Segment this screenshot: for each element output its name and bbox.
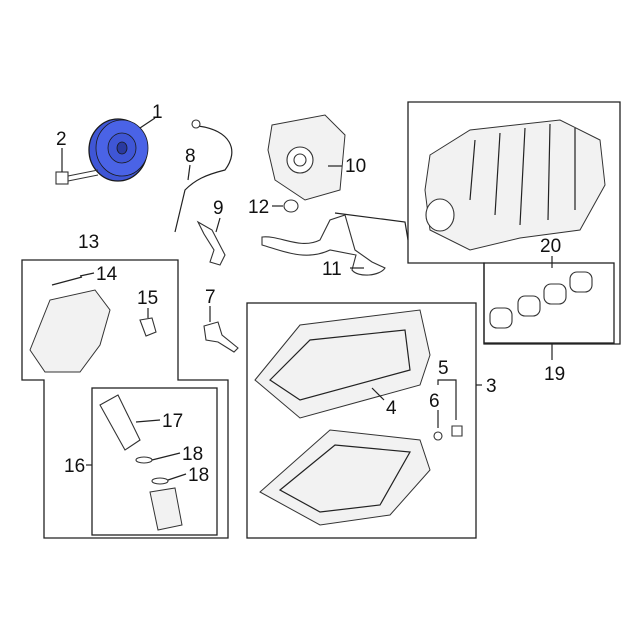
filter-housing-gasket[interactable] — [51, 276, 83, 286]
sensor-15[interactable] — [139, 317, 157, 337]
group-box-20 — [483, 262, 615, 344]
callout-18a: 18 — [182, 444, 203, 465]
callout-19: 19 — [544, 364, 565, 385]
callout-20: 20 — [540, 236, 561, 257]
callout-18b: 18 — [188, 465, 209, 486]
oil-filter-cap[interactable] — [149, 487, 183, 531]
callout-15: 15 — [137, 288, 158, 309]
oil-tube[interactable] — [196, 220, 226, 266]
callout-16: 16 — [64, 456, 85, 477]
oil-pump[interactable] — [267, 114, 346, 201]
oil-filter-housing[interactable] — [29, 289, 111, 373]
callout-1: 1 — [152, 102, 163, 123]
drain-plug[interactable] — [451, 425, 463, 437]
callout-3: 3 — [486, 376, 497, 397]
oil-pickup-tube[interactable] — [261, 212, 409, 276]
callout-14: 14 — [96, 264, 118, 285]
o-ring-18b[interactable] — [151, 477, 169, 485]
dipstick-tube[interactable] — [174, 125, 233, 233]
group-box-3 — [246, 302, 477, 539]
o-ring-18a[interactable] — [135, 456, 153, 464]
drain-plug-gasket[interactable] — [433, 431, 443, 441]
o-ring[interactable] — [283, 199, 299, 213]
intake-gaskets[interactable] — [489, 271, 593, 329]
callout-12: 12 — [248, 197, 269, 218]
pulley-bolt[interactable] — [55, 169, 99, 185]
group-box-19 — [407, 101, 621, 345]
callout-9: 9 — [213, 198, 224, 219]
callout-2: 2 — [56, 129, 67, 150]
oil-filter-element[interactable] — [99, 394, 141, 451]
group-box-13 — [21, 259, 229, 539]
oil-pressure-sensor[interactable] — [203, 321, 239, 353]
callout-10: 10 — [345, 156, 366, 177]
callout-8: 8 — [185, 146, 196, 167]
intake-manifold[interactable] — [424, 119, 606, 251]
callout-5: 5 — [438, 358, 449, 379]
callout-6: 6 — [429, 391, 440, 412]
dipstick-handle — [191, 119, 201, 129]
callout-17: 17 — [162, 411, 183, 432]
group-box-16 — [91, 387, 218, 536]
crankshaft-pulley[interactable] — [88, 118, 149, 182]
lower-oil-pan[interactable] — [259, 429, 431, 526]
callout-4: 4 — [386, 398, 397, 419]
callout-7: 7 — [205, 287, 216, 308]
callout-11: 11 — [322, 259, 342, 280]
upper-oil-pan[interactable] — [254, 309, 431, 419]
callout-13: 13 — [78, 232, 99, 253]
